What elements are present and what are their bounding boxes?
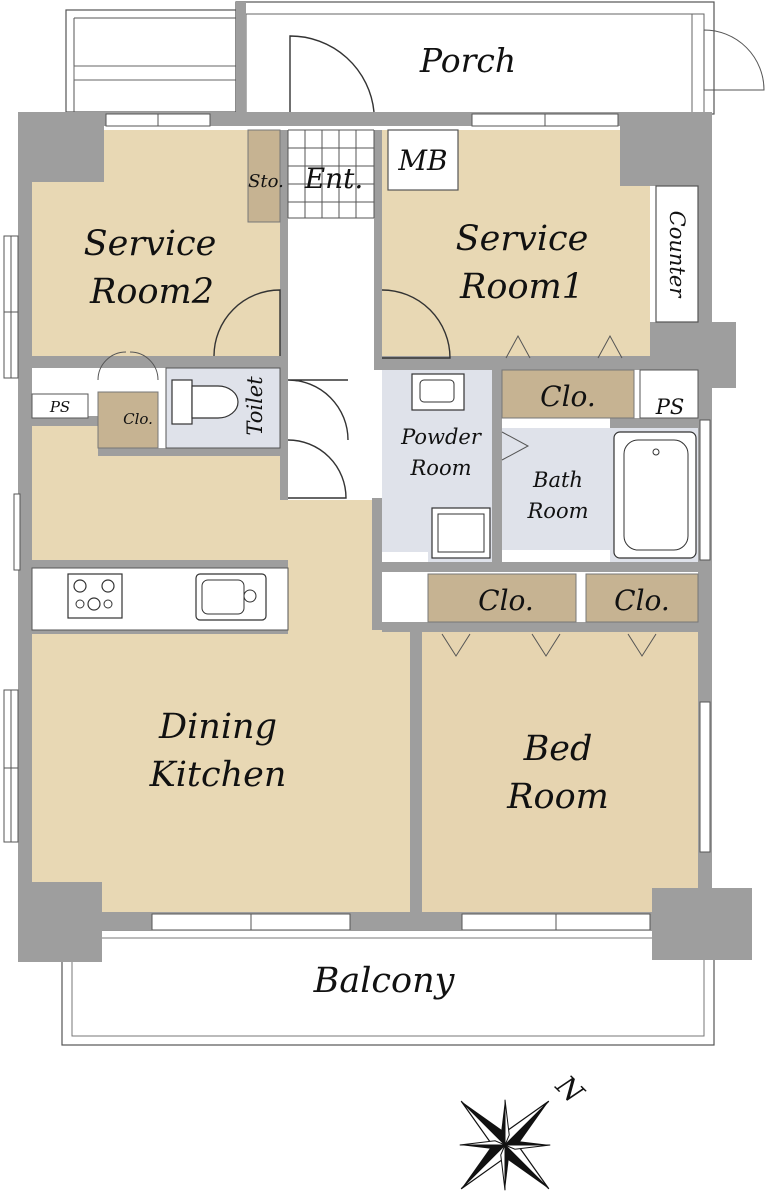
toilet-room: Toilet [165, 367, 349, 499]
bathtub-icon [613, 431, 697, 559]
service-room-2: Service Room2 [84, 224, 281, 357]
closet-small: Clo. [97, 351, 159, 449]
dining-kitchen: Dining Kitchen [149, 707, 287, 795]
counter: Counter [655, 185, 699, 323]
closet-bed-a-label: Clo. [478, 584, 534, 617]
closet-service1-label: Clo. [540, 380, 596, 413]
upper-left-terrace [65, 9, 237, 113]
closet-bed-b: Clo. [585, 573, 699, 657]
service-room-2-label-2: Room2 [89, 272, 214, 312]
balcony-label: Balcony [313, 961, 456, 1001]
bed-room: Bed Room [506, 729, 609, 817]
entrance: Ent. [287, 35, 375, 219]
service-room-2-label-1: Service [84, 224, 217, 264]
service-room-1-label-2: Room1 [459, 267, 584, 307]
bath-room-label-2: Room [526, 499, 588, 523]
dining-kitchen-label-2: Kitchen [149, 755, 287, 795]
sink-icon [195, 573, 267, 621]
closet-service1: Clo. [501, 334, 635, 419]
bath-room-label-1: Bath [532, 468, 583, 492]
dining-kitchen-label-1: Dining [158, 707, 277, 747]
toilet-icon [171, 379, 239, 425]
ps-right-label: PS [655, 395, 685, 419]
north-label: N [549, 1068, 591, 1110]
closet-bed-a: Clo. [427, 573, 577, 657]
service-room-1-label-1: Service [456, 219, 589, 259]
porch: Porch [235, 1, 765, 115]
powder-room-label-1: Powder [400, 425, 483, 449]
counter-label: Counter [665, 211, 689, 300]
storage-label: Sto. [248, 171, 284, 192]
meter-box-label: MB [397, 144, 447, 177]
pipe-space-right: PS [639, 369, 699, 419]
kitchen-counter [31, 567, 289, 631]
stove-icon [67, 573, 123, 619]
balcony [61, 929, 715, 1046]
bed-room-label-2: Room [506, 777, 609, 817]
closet-bed-b-label: Clo. [614, 584, 670, 617]
compass-rose-icon [459, 1099, 551, 1191]
meter-box: MB [387, 129, 459, 191]
walls [18, 112, 752, 962]
pipe-space-left: PS [31, 393, 89, 419]
windows-edge [105, 113, 711, 931]
entrance-label: Ent. [304, 162, 364, 195]
washbasin-icon [411, 373, 465, 411]
bath-room: Bath Room [526, 431, 697, 559]
room-fills [32, 130, 698, 912]
washer-pan-icon [431, 507, 491, 559]
storage: Sto. [247, 129, 284, 223]
porch-label: Porch [419, 41, 516, 80]
toilet-label: Toilet [243, 376, 267, 436]
service-room-1: Service Room1 [381, 219, 589, 359]
bed-room-label-1: Bed [523, 729, 593, 769]
powder-room: Powder Room [400, 373, 530, 559]
closet-small-label: Clo. [123, 410, 153, 428]
ps-left-label: PS [49, 398, 70, 416]
windows-left [3, 235, 21, 843]
powder-room-label-2: Room [409, 456, 471, 480]
